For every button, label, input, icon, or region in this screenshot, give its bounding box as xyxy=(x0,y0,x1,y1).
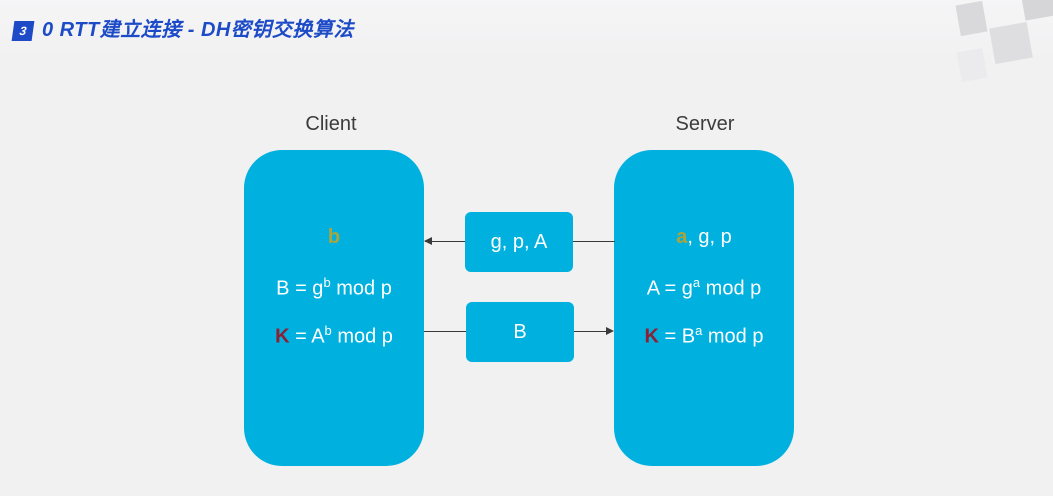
deco-square-icon xyxy=(956,47,988,83)
arrow-right-icon xyxy=(606,327,614,335)
client-public-formula: B = gb mod p xyxy=(276,275,392,300)
client-node: b B = gb mod p K = Ab mod p xyxy=(244,150,424,466)
message-gpa-label: g, p, A xyxy=(490,230,548,253)
arrow-left-icon xyxy=(424,237,432,245)
server-label: Server xyxy=(675,113,735,135)
deco-square-icon xyxy=(1020,0,1053,21)
deco-square-icon xyxy=(955,0,988,37)
client-label: Client xyxy=(305,113,357,135)
message-box-gpa: g, p, A xyxy=(465,212,573,272)
server-public-formula: A = ga mod p xyxy=(646,275,762,300)
client-shared-key: K xyxy=(275,325,290,348)
server-key-formula: K = Ba mod p xyxy=(644,323,764,348)
client-private-value: b xyxy=(327,226,341,248)
server-shared-key: K xyxy=(644,325,659,348)
message-b-label: B xyxy=(513,320,527,343)
slide-number: 3 xyxy=(18,24,28,38)
slide-number-badge: 3 xyxy=(11,21,35,41)
deco-square-icon xyxy=(989,21,1033,65)
message-box-b: B xyxy=(466,302,574,362)
server-node: a, g, p A = ga mod p K = Ba mod p xyxy=(614,150,794,466)
slide-title: 0 RTT建立连接 - DH密钥交换算法 xyxy=(42,19,354,41)
client-key-formula: K = Ab mod p xyxy=(275,323,393,348)
client-secret: b xyxy=(244,222,424,252)
server-known-values: a, g, p xyxy=(676,226,732,248)
server-private-value: a xyxy=(676,226,688,248)
